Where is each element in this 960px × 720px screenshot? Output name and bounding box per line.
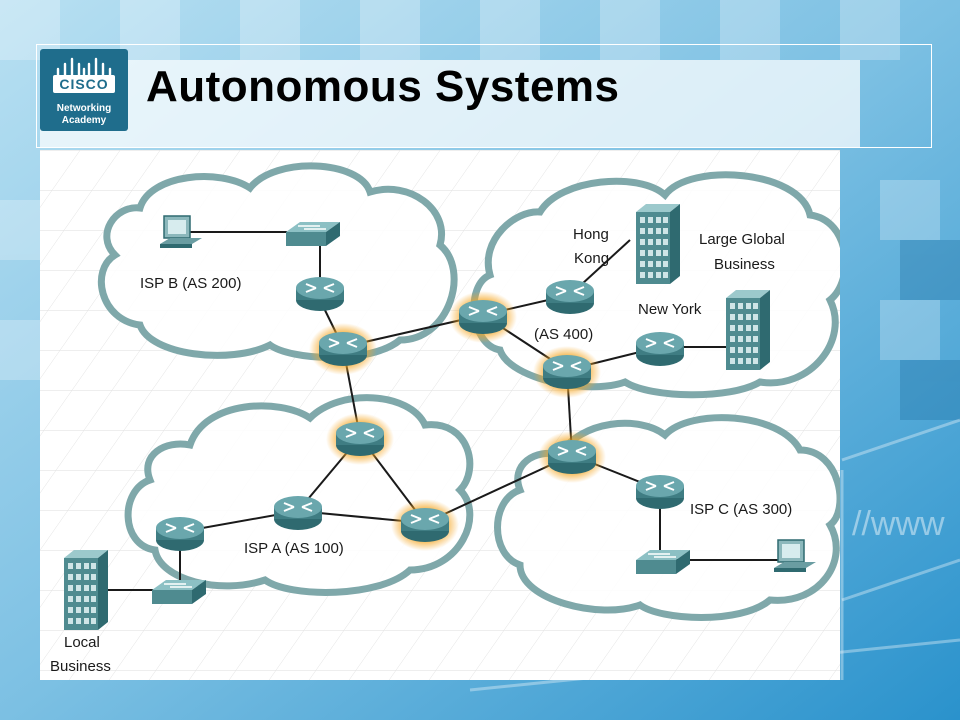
label-isp-b: ISP B (AS 200) — [140, 275, 241, 292]
cloud-isp-b — [97, 162, 458, 361]
router-hong-kong[interactable] — [545, 279, 595, 315]
label-isp-a: ISP A (AS 100) — [244, 540, 344, 557]
cisco-networking-academy-logo: CISCO Networking Academy — [40, 49, 128, 131]
logo-line2: Academy — [61, 115, 107, 126]
border-router-as400-west[interactable] — [449, 291, 517, 343]
router-new-york[interactable] — [635, 331, 685, 367]
network-diagram: ISP B (AS 200) Hong Kong Large Global Bu… — [40, 150, 840, 680]
border-router-a-east[interactable] — [391, 499, 459, 551]
label-local-business-1: Local — [64, 634, 100, 651]
label-hong-kong-2: Kong — [574, 250, 609, 267]
label-large-global-2: Business — [714, 256, 775, 273]
label-hong-kong-1: Hong — [573, 226, 609, 243]
logo-brand: CISCO — [53, 75, 115, 93]
label-new-york: New York — [638, 301, 702, 318]
label-as-400: (AS 400) — [534, 326, 593, 343]
router-isp-a-center[interactable] — [273, 495, 323, 531]
border-router-a-north[interactable] — [326, 413, 394, 465]
label-local-business-2: Business — [50, 658, 111, 675]
border-router-c[interactable] — [538, 431, 606, 483]
border-router-as400-south[interactable] — [533, 346, 601, 398]
border-router-b[interactable] — [309, 323, 377, 375]
label-isp-c: ISP C (AS 300) — [690, 501, 792, 518]
router-isp-a-west[interactable] — [155, 516, 205, 552]
svg-text://www: //www — [852, 505, 945, 543]
logo-line1: Networking — [56, 103, 112, 114]
building-new-york — [726, 290, 770, 370]
building-local-business — [64, 550, 108, 630]
building-hong-kong — [636, 204, 680, 284]
header-band — [40, 60, 860, 148]
router-isp-c[interactable] — [635, 474, 685, 510]
label-large-global-1: Large Global — [699, 231, 785, 248]
slide-title: Autonomous Systems — [146, 62, 620, 111]
router-isp-b[interactable] — [295, 276, 345, 312]
cisco-bars-icon — [56, 57, 112, 77]
